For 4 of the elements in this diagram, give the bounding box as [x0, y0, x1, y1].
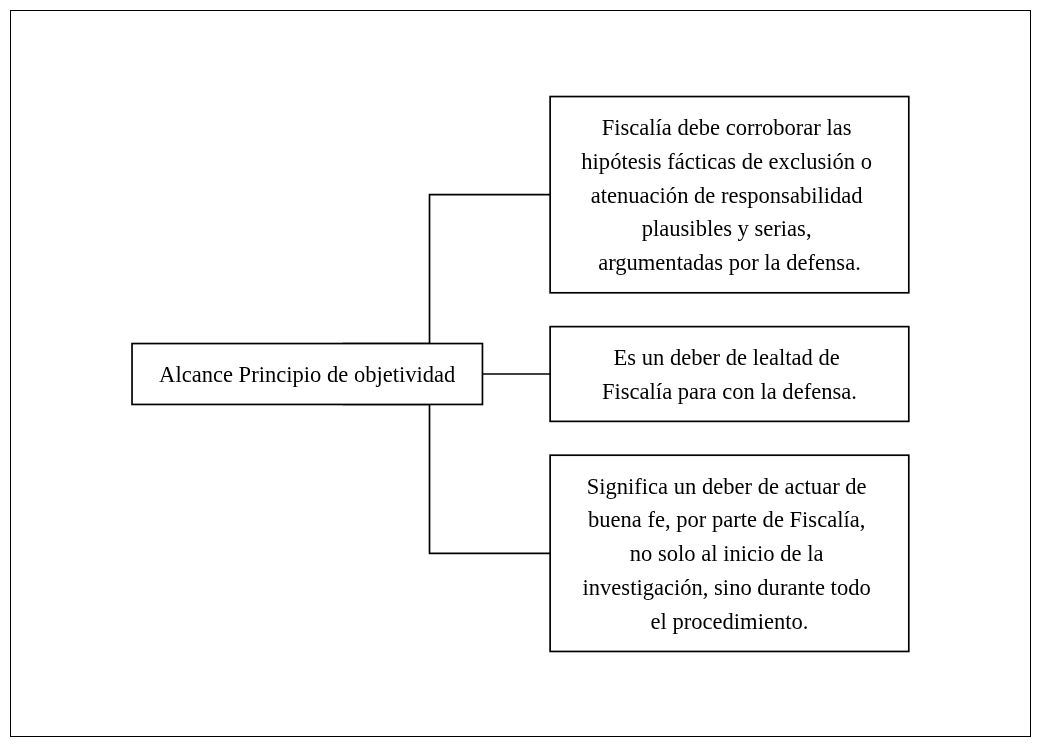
node-box: Fiscalía debe corroborar las hipótesis fácticas de exclusión o atenuación de responsabilidad plausibles y serias, argumentadas por la defensa. — [549, 95, 910, 294]
node-box: Es un deber de lealtad de Fiscalía para con la defensa. — [549, 325, 910, 422]
node-box: Alcance Principio de objetividad — [131, 342, 484, 405]
node-box: Significa un deber de actuar de buena fe, por parte de Fiscalía, no solo al inicio de la investigación, sino durante todo el procedimiento. — [549, 453, 910, 652]
